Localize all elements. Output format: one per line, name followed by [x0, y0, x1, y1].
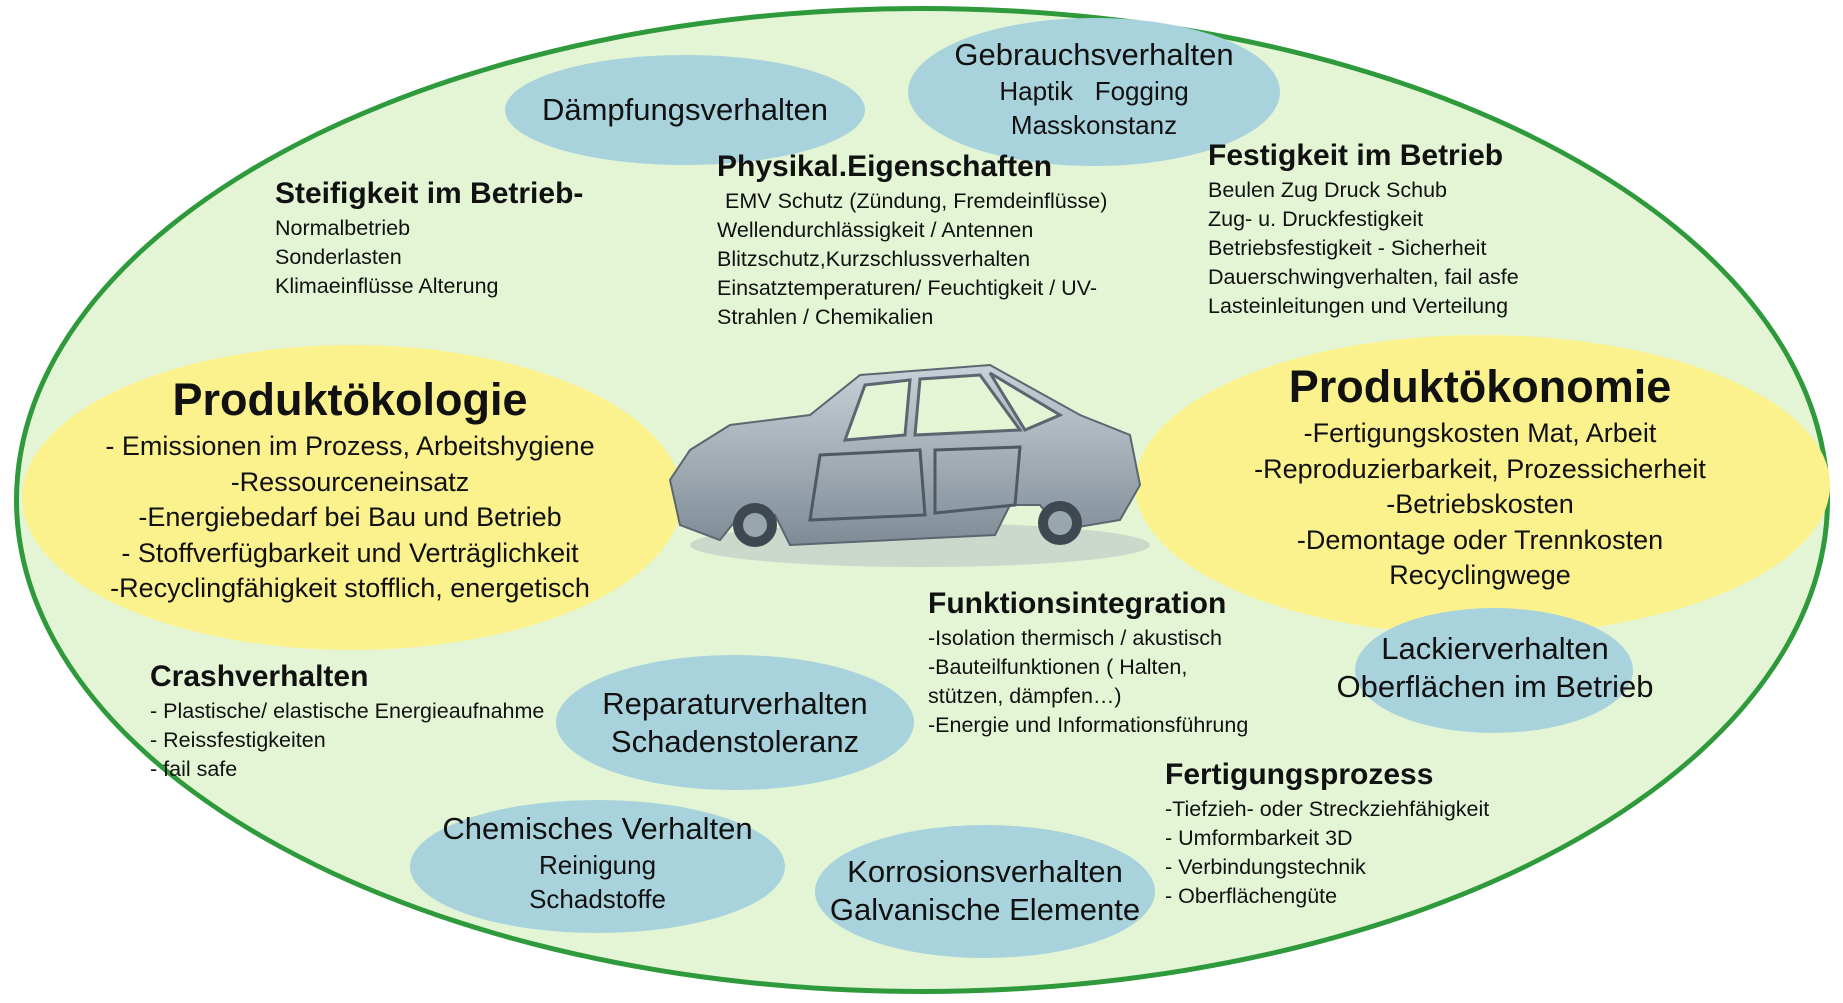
physikal-item: Strahlen / Chemikalien [717, 305, 934, 329]
oekonomie-section: Produktökonomie -Fertigungskosten Mat, A… [1160, 360, 1800, 594]
chemisch-line: Schadstoffe [529, 884, 666, 914]
steifigkeit-item: Normalbetrieb [275, 216, 411, 240]
reparatur-line: Reparaturverhalten [602, 686, 868, 721]
fertigung-item: - Verbindungstechnik [1165, 855, 1366, 879]
chemisch-line: Reinigung [538, 850, 657, 880]
lackier-label: Lackierverhalten Oberflächen im Betrieb [1300, 630, 1690, 706]
funktion-heading: Funktionsintegration [928, 587, 1227, 620]
oekologie-item: -Ressourceneinsatz [230, 466, 470, 497]
funktion-item: stützen, dämpfen…) [928, 684, 1122, 708]
physikal-heading: Physikal.Eigenschaften [717, 150, 1053, 183]
korrosion-line: Korrosionsverhalten [847, 854, 1123, 889]
lackier-bubble [1355, 608, 1633, 733]
oekonomie-bubble [1135, 335, 1830, 635]
korrosion-bubble [815, 825, 1155, 958]
crash-section: Crashverhalten - Plastische/ elastische … [150, 659, 544, 784]
physikal-item: Blitzschutz,Kurzschlussverhalten [717, 247, 1031, 271]
chemisch-title: Chemisches Verhalten [442, 811, 753, 846]
gebrauch-title: Gebrauchsverhalten [954, 37, 1234, 72]
festigkeit-item: Lasteinleitungen und Verteilung [1208, 294, 1509, 318]
steifigkeit-item: Sonderlasten [275, 245, 402, 269]
oekologie-bubble [22, 345, 682, 650]
festigkeit-item: Beulen Zug Druck Schub [1208, 178, 1448, 202]
oekologie-item: -Recyclingfähigkeit stofflich, energetis… [110, 573, 590, 603]
reparatur-line: Schadenstoleranz [610, 724, 860, 759]
gebrauch-line: Masskonstanz [1010, 110, 1178, 140]
physikal-item: Einsatztemperaturen/ Feuchtigkeit / UV- [717, 276, 1098, 300]
car-body-image [668, 363, 1150, 567]
reparatur-bubble [556, 655, 914, 790]
oekologie-heading: Produktökologie [172, 374, 528, 425]
funktion-item: -Isolation thermisch / akustisch [928, 626, 1222, 650]
crash-heading: Crashverhalten [150, 660, 369, 693]
gebrauch-label: Gebrauchsverhalten Haptik Fogging Massko… [908, 36, 1280, 142]
fertigung-item: - Oberflächengüte [1165, 884, 1338, 908]
crash-item: - Plastische/ elastische Energieaufnahme [150, 699, 545, 723]
festigkeit-item: Dauerschwingverhalten, fail asfe [1208, 265, 1519, 289]
oekonomie-item: Recyclingwege [1389, 560, 1571, 590]
daempfung-bubble [505, 55, 865, 165]
steifigkeit-item: Klimaeinflüsse Alterung [275, 274, 499, 298]
daempfung-title: Dämpfungsverhalten [541, 92, 829, 127]
korrosion-line: Galvanische Elemente [829, 892, 1141, 927]
gebrauch-bubble [908, 18, 1280, 166]
funktion-item: -Bauteilfunktionen ( Halten, [928, 655, 1188, 679]
fertigung-heading: Fertigungsprozess [1165, 758, 1434, 791]
oekonomie-heading: Produktökonomie [1288, 361, 1672, 412]
chemisch-bubble [410, 800, 785, 933]
lackier-line: Oberflächen im Betrieb [1336, 669, 1654, 704]
physikal-item: EMV Schutz (Zündung, Fremdeinflüsse) [725, 189, 1108, 213]
oekonomie-item: -Betriebskosten [1386, 489, 1574, 519]
oekonomie-item: -Demontage oder Trennkosten [1296, 524, 1664, 555]
chemisch-label: Chemisches Verhalten Reinigung Schadstof… [410, 810, 785, 916]
festigkeit-heading: Festigkeit im Betrieb [1208, 139, 1504, 172]
steifigkeit-section: Steifigkeit im Betrieb- Normalbetrieb So… [275, 176, 583, 301]
festigkeit-item: Betriebsfestigkeit - Sicherheit [1208, 236, 1487, 260]
festigkeit-section: Festigkeit im Betrieb Beulen Zug Druck S… [1208, 138, 1519, 321]
oekologie-item: - Emissionen im Prozess, Arbeitshygiene [105, 431, 595, 461]
fertigung-item: - Umformbarkeit 3D [1165, 826, 1353, 850]
reparatur-label: Reparaturverhalten Schadenstoleranz [556, 685, 914, 761]
fertigung-item: -Tiefzieh- oder Streckziehfähigkeit [1165, 797, 1490, 821]
fertigung-section: Fertigungsprozess -Tiefzieh- oder Streck… [1165, 757, 1489, 911]
funktion-section: Funktionsintegration -Isolation thermisc… [928, 586, 1248, 740]
physikal-section: Physikal.Eigenschaften EMV Schutz (Zündu… [717, 149, 1107, 332]
steifigkeit-heading: Steifigkeit im Betrieb- [275, 177, 584, 210]
festigkeit-item: Zug- u. Druckfestigkeit [1208, 207, 1424, 231]
oekonomie-item: -Reproduzierbarkeit, Prozessicherheit [1254, 453, 1706, 484]
oekonomie-item: -Fertigungskosten Mat, Arbeit [1303, 418, 1657, 448]
daempfung-label: Dämpfungsverhalten [505, 91, 865, 129]
lackier-line: Lackierverhalten [1381, 631, 1609, 666]
oekologie-item: - Stoffverfügbarkeit und Verträglichkeit [121, 537, 579, 568]
physikal-item: Wellendurchlässigkeit / Antennen [717, 218, 1034, 242]
crash-item: - Reissfestigkeiten [150, 728, 326, 752]
oekologie-section: Produktökologie - Emissionen im Prozess,… [40, 373, 660, 607]
gebrauch-line: Haptik Fogging [999, 76, 1189, 106]
crash-item: - fail safe [150, 757, 238, 781]
oekologie-item: -Energiebedarf bei Bau und Betrieb [138, 502, 562, 532]
korrosion-label: Korrosionsverhalten Galvanische Elemente [790, 853, 1180, 929]
funktion-item: -Energie und Informationsführung [928, 713, 1249, 737]
